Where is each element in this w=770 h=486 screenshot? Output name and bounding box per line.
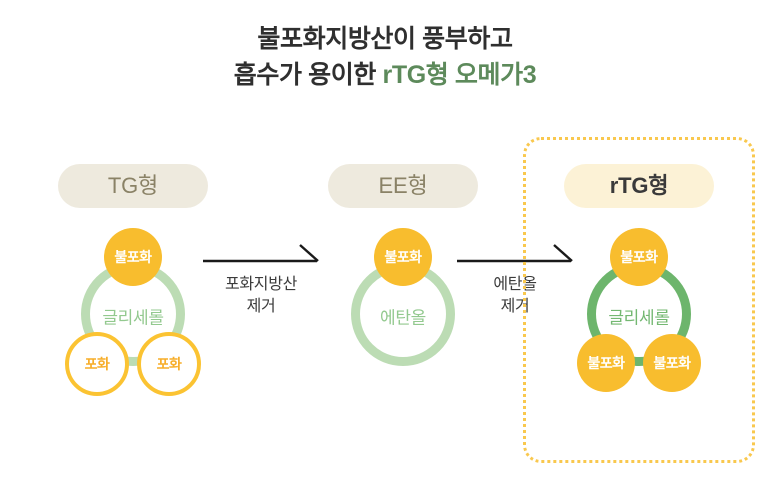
arrow-caption-1-line-2: 제거: [246, 297, 276, 315]
molecule-tg: 글리세롤 불포화 포화 포화: [38, 228, 228, 428]
arrow-caption-2-line-1: 에탄올: [493, 276, 537, 293]
arrow-group-1: 포화지방산 제거: [186, 244, 336, 317]
node-saturated-left-tg: 포화: [65, 332, 129, 396]
node-unsaturated-left-rtg: 불포화: [577, 334, 635, 392]
panel-tg: TG형 글리세롤 불포화 포화 포화: [18, 140, 248, 460]
panel-ee-label: EE형: [328, 164, 478, 208]
panel-tg-label: TG형: [58, 164, 208, 208]
panel-ee: EE형 에탄올 불포화: [288, 140, 518, 460]
node-unsaturated-top-rtg: 불포화: [610, 228, 668, 286]
node-unsaturated-top-ee: 불포화: [374, 228, 432, 286]
node-unsaturated-top-tg: 불포화: [104, 228, 162, 286]
title-accent-text: rTG형 오메가3: [382, 60, 537, 89]
title-line-2: 흡수가 용이한 rTG형 오메가3: [0, 58, 770, 94]
title-line-1: 불포화지방산이 풍부하고: [257, 25, 513, 53]
ring-label-ee: 에탄올: [379, 308, 427, 328]
molecule-ee: 에탄올 불포화: [308, 228, 498, 428]
ring-label-rtg: 글리세롤: [608, 308, 670, 328]
arrow-caption-1-line-1: 포화지방산: [224, 276, 298, 293]
arrow-caption-2: 에탄올 제거: [440, 274, 590, 317]
node-unsaturated-right-rtg: 불포화: [643, 334, 701, 392]
arrow-group-2: 에탄올 제거: [440, 244, 590, 317]
arrow-caption-2-line-2: 제거: [500, 297, 530, 315]
node-saturated-right-tg: 포화: [137, 332, 201, 396]
page-title: 불포화지방산이 풍부하고 흡수가 용이한 rTG형 오메가3: [0, 22, 770, 93]
panel-rtg-label: rTG형: [564, 164, 714, 208]
arrow-caption-1: 포화지방산 제거: [186, 274, 336, 317]
title-line-2-prefix: 흡수가 용이한: [233, 60, 383, 89]
molecule-rtg: 글리세롤 불포화 불포화 불포화: [544, 228, 734, 428]
arrow-right-icon: [457, 244, 573, 263]
panel-rtg: rTG형 글리세롤 불포화 불포화 불포화: [523, 137, 755, 463]
omega3-process-diagram: TG형 글리세롤 불포화 포화 포화 포화지방산 제거 EE형 에탄올 불포화: [0, 137, 770, 470]
ring-label-tg: 글리세롤: [102, 308, 164, 328]
arrow-right-icon: [203, 244, 319, 263]
